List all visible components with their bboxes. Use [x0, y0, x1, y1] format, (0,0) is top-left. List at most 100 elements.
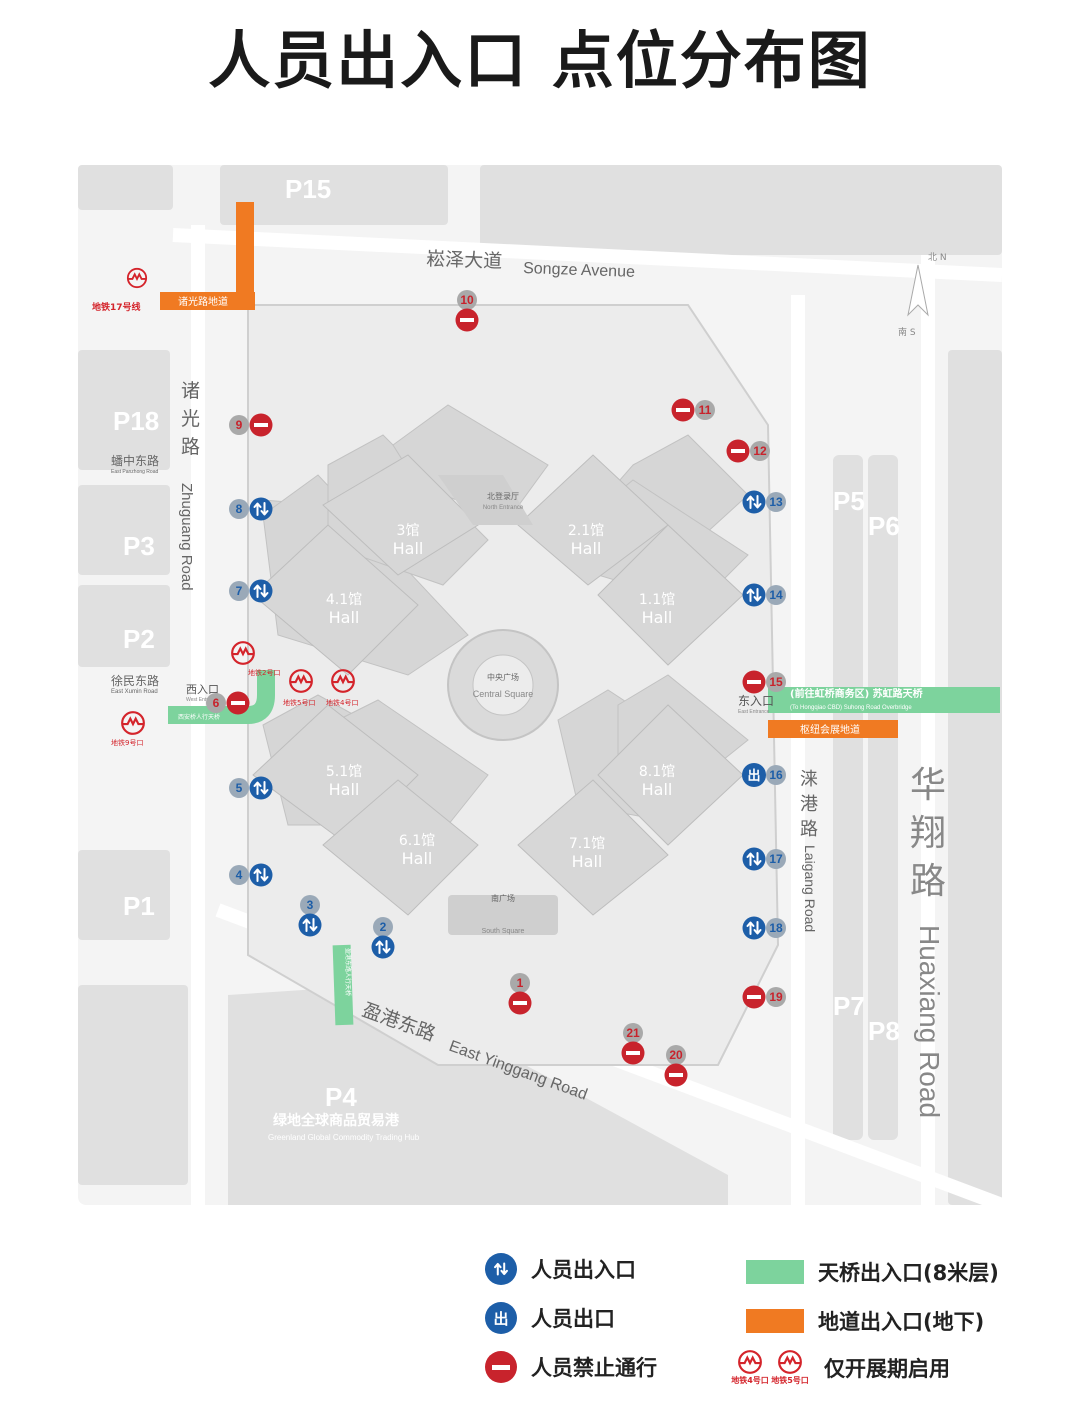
legend-metro5: 地铁5号口 [771, 1376, 809, 1385]
gate-13: 13 [742, 490, 786, 514]
hongqiao-overpass-label: (前往虹桥商务区) 苏虹路天桥 [790, 687, 924, 700]
legend-both-label: 人员出入口 [531, 1258, 636, 1282]
p4-name-en: Greenland Global Commodity Trading Hub [268, 1133, 420, 1142]
metro-icon [777, 1349, 803, 1375]
gate-20: 20 [664, 1045, 688, 1087]
parking-p8: P8 [868, 1016, 900, 1046]
huaxiang-road-cn-3: 路 [910, 861, 946, 902]
metro-9-exit-label: 地铁9号口 [111, 738, 143, 747]
exit-icon [742, 763, 766, 787]
east-entrance-label: 东入口 [738, 694, 774, 708]
zhuguang-tunnel: 诸光路地道 [160, 202, 255, 310]
legend-both: 人员出入口 [485, 1253, 636, 1285]
parking-p1: P1 [123, 891, 155, 921]
gate-9: 9 [229, 413, 273, 437]
hall-6-1-label: 6.1馆 [399, 833, 435, 849]
north-lobby-label: 北登录厅 [487, 491, 519, 501]
entry-exit-icon [249, 579, 273, 603]
west-entrance-label: 西入口 [186, 683, 219, 696]
legend-exit-label: 人员出口 [531, 1307, 615, 1331]
zhuguang-road-cn-2: 光 [181, 408, 200, 430]
gate-21: 21 [621, 1023, 645, 1065]
metro-icon [737, 1349, 763, 1375]
page-title: 人员出入口 点位分布图 [208, 24, 872, 97]
zhuguang-road-en: Zhuguang Road [178, 483, 195, 591]
south-square-en: South Square [482, 928, 525, 935]
no-entry-icon [455, 308, 479, 332]
no-entry-icon [249, 413, 273, 437]
gate-18: 18 [742, 916, 786, 940]
entry-exit-icon [742, 916, 766, 940]
hall-1-1-label: 1.1馆 [639, 592, 675, 608]
xumin-road-cn: 徐民东路 [111, 673, 159, 688]
gate-6: 6 [206, 691, 250, 715]
compass-south: 南 S [898, 326, 916, 338]
hall-2-1-label: 2.1馆 [568, 523, 604, 539]
hall-4-1-label: 4.1馆 [326, 592, 362, 608]
entry-exit-icon [249, 863, 273, 887]
legend: 人员出入口 出 人员出口 人员禁止通行 天桥出入口(8米层) 地道出入口(地下)… [480, 1245, 1040, 1395]
gate-number: 8 [236, 502, 243, 516]
laigang-road-cn-1: 涞 [800, 769, 818, 790]
gate-19: 19 [742, 985, 786, 1009]
legend-metro4: 地铁4号口 [731, 1376, 769, 1385]
hall-1-1-en: Hall [642, 608, 673, 627]
gate-number: 6 [213, 696, 220, 710]
gate-11: 11 [671, 398, 715, 422]
city-blocks [78, 165, 1002, 1205]
gate-number: 16 [769, 768, 783, 782]
metro-5-exit-label: 地铁5号口 [283, 698, 315, 707]
hall-labels: 3馆 Hall 2.1馆 Hall 4.1馆 Hall 1.1馆 Hall 5.… [326, 523, 675, 871]
metro-2-exit-label: 地铁2号口 [248, 668, 280, 677]
hall-4-1-en: Hall [329, 608, 360, 627]
legend-bridge: 天桥出入口(8米层) [746, 1257, 999, 1287]
compass: 北 N 南 S [898, 252, 947, 338]
hall-7-1-label: 7.1馆 [569, 836, 605, 852]
p4-name: 绿地全球商品贸易港 [273, 1112, 400, 1129]
gate-16: 16出 [742, 763, 786, 787]
west-bridge-label: 西安桥人行天桥 [178, 713, 220, 721]
west-entrance-en: West Entrance [186, 697, 219, 703]
gate-number: 18 [769, 921, 783, 935]
entry-exit-icon [371, 935, 395, 959]
no-entry-icon [742, 670, 766, 694]
entry-exit-icon [249, 776, 273, 800]
hongqiao-overpass: (前往虹桥商务区) 苏虹路天桥 (To Hongqiao CBD) Suhong… [768, 687, 1000, 713]
parking-labels: P15 P18 P3 P2 P1 P4 P5 P6 P7 P8 [113, 174, 900, 1112]
compass-north: 北 N [928, 252, 947, 263]
laigang-road-cn-3: 路 [800, 819, 818, 840]
legend-closed-label: 人员禁止通行 [531, 1356, 657, 1380]
parking-p15: P15 [285, 174, 331, 204]
gate-number: 20 [669, 1048, 683, 1062]
entry-exit-icon [249, 497, 273, 521]
zhuguang-road-cn-1: 诸 [181, 380, 200, 402]
exit-icon: 出 [485, 1302, 517, 1334]
gate-14: 14 [742, 583, 786, 607]
huaxiang-road-cn-1: 华 [910, 765, 946, 806]
entry-exit-icon [298, 913, 322, 937]
gate-number: 5 [236, 781, 243, 795]
gate-10: 10 [455, 290, 479, 332]
parking-p18: P18 [113, 406, 159, 436]
no-entry-icon [485, 1351, 517, 1383]
gate-5: 5 [229, 776, 273, 800]
xumin-road-en: East Xumin Road [111, 689, 158, 695]
gate-number: 17 [769, 852, 783, 866]
hall-5-1-label: 5.1馆 [326, 764, 362, 780]
gate-number: 13 [769, 495, 783, 509]
gate-8: 8 [229, 497, 273, 521]
yinggang-bridge-label: 盈港东路人行天桥 [344, 948, 352, 996]
central-square-en: Central Square [473, 689, 534, 699]
gate-number: 2 [380, 920, 387, 934]
zhuguang-road-cn-3: 路 [181, 436, 200, 458]
gate-number: 11 [699, 403, 712, 417]
entry-exit-icon [742, 583, 766, 607]
legend-exit: 出 人员出口 [485, 1302, 615, 1334]
parking-p4: P4 [325, 1082, 357, 1112]
entry-exit-icon [742, 490, 766, 514]
legend-metro: 地铁4号口 地铁5号口 仅开展期启用 [730, 1349, 950, 1386]
tunnel-swatch [746, 1309, 804, 1333]
legend-closed: 人员禁止通行 [485, 1351, 657, 1383]
no-entry-icon [664, 1063, 688, 1087]
